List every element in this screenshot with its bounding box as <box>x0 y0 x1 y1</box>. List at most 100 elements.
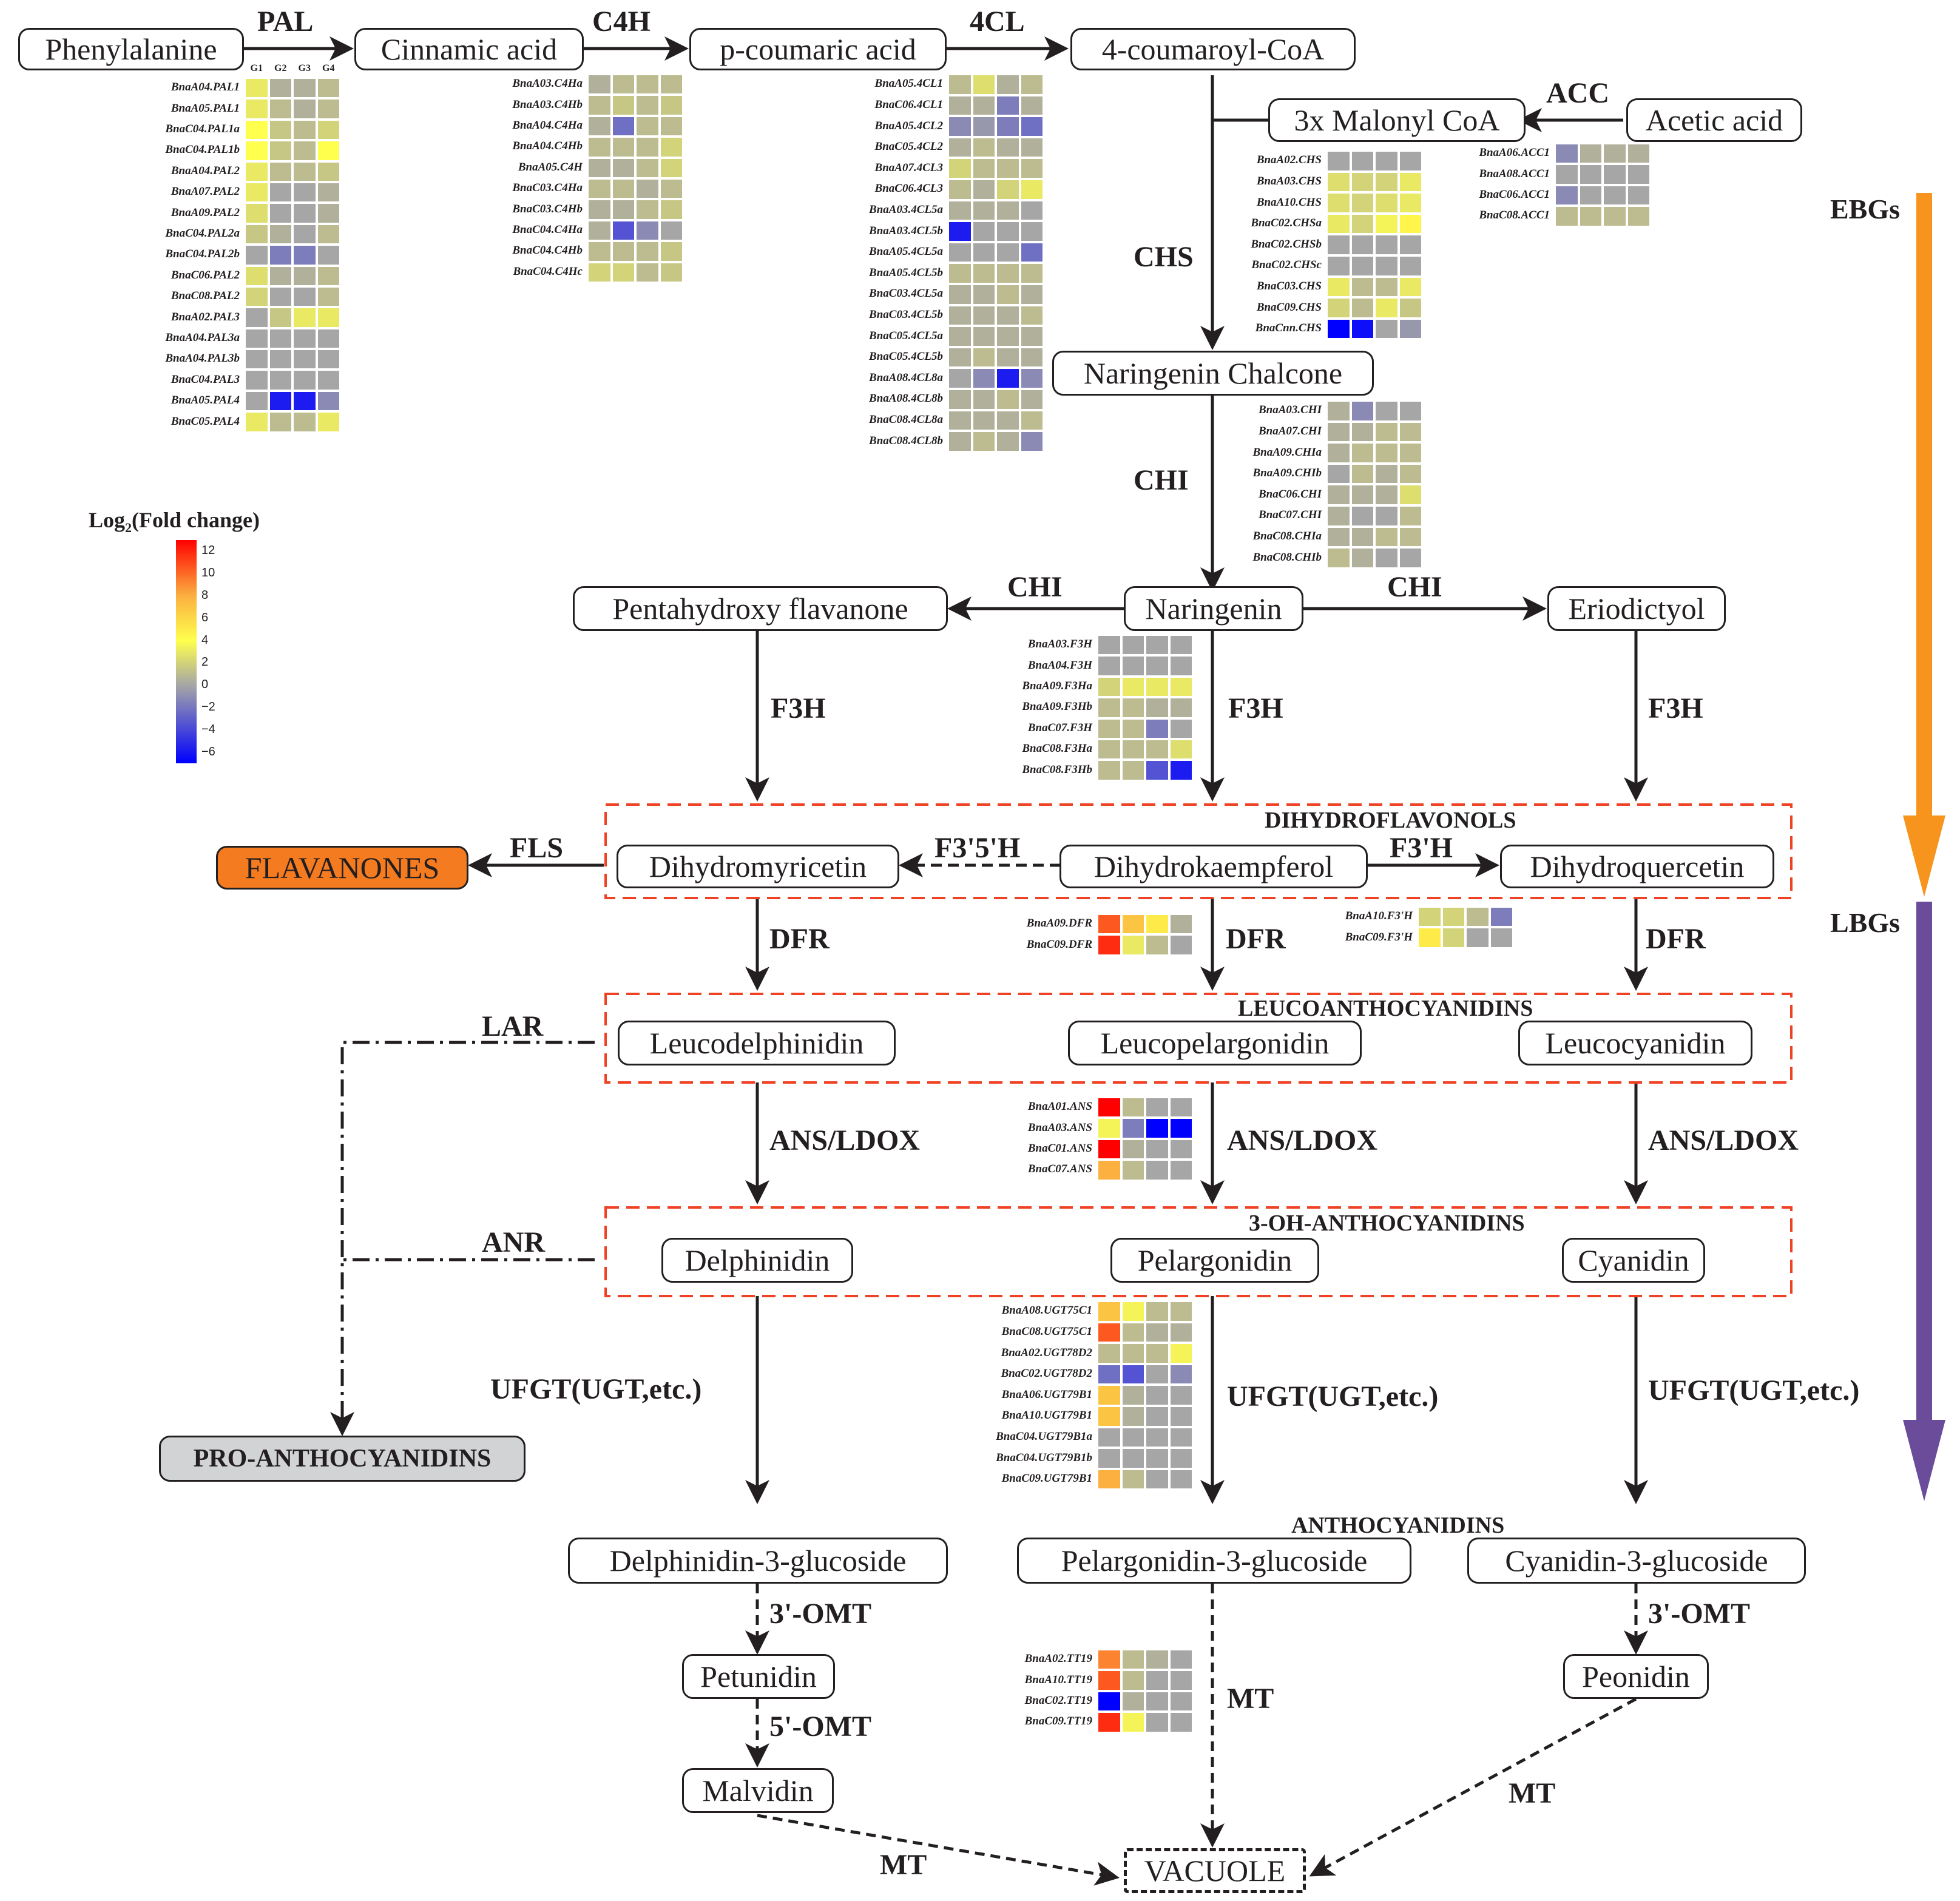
heatmap-cell <box>245 370 269 391</box>
gene-label: BnaC04.PAL1b <box>165 143 240 157</box>
enzyme-4cl: 4CL <box>970 5 1025 38</box>
heatmap-cell <box>1398 150 1422 172</box>
enzyme-mt-bottom: MT <box>880 1849 927 1881</box>
heatmap-cell <box>1326 150 1351 172</box>
heatmap-cell <box>1169 1322 1193 1343</box>
heatmap-cell <box>1374 255 1399 277</box>
heatmap-cell <box>1121 1712 1145 1733</box>
gene-label: BnaA08.4CL8a <box>869 371 943 384</box>
heatmap-cell <box>611 95 635 116</box>
heatmap-cell <box>659 262 683 283</box>
heatmap-cell <box>948 263 972 284</box>
heatmap-cell <box>996 283 1020 305</box>
gene-label: BnaA02.PAL3 <box>171 310 240 323</box>
heatmap-cell <box>316 390 340 412</box>
heatmap-cell <box>948 346 972 368</box>
heatmap-cell <box>996 431 1020 452</box>
heatmap-cell <box>1097 635 1121 656</box>
gene-label: BnaC08.UGT75C1 <box>1001 1325 1092 1338</box>
heatmap-cell <box>1121 655 1145 677</box>
node-proanthocyanidins: PRO-ANTHOCYANIDINS <box>159 1436 525 1482</box>
heatmap-cell <box>948 178 972 200</box>
heatmap-cell <box>292 245 317 266</box>
heatmap-cell <box>1145 718 1169 739</box>
heatmap-cell <box>268 307 292 328</box>
heatmap-cell <box>1626 164 1651 185</box>
node-delphinidin: Delphinidin <box>661 1238 853 1283</box>
heatmap-cell <box>1019 116 1044 137</box>
heatmap-cell <box>1374 484 1399 505</box>
heatmap-cell <box>1019 95 1044 116</box>
gene-label: BnaA07.CHI <box>1258 424 1322 437</box>
heatmap-cell <box>1326 547 1351 569</box>
heatmap-cell <box>1019 305 1044 326</box>
heatmap-cell <box>659 157 683 178</box>
gene-label: BnaA05.4CL2 <box>874 119 943 132</box>
gene-label: BnaA08.ACC1 <box>1479 167 1550 180</box>
enzyme-mt-right: MT <box>1509 1777 1556 1809</box>
gene-label: BnaC08.ACC1 <box>1479 209 1550 222</box>
heatmap-cell <box>948 116 972 137</box>
heatmap-cell <box>1398 318 1422 340</box>
heatmap-cell <box>1121 1670 1145 1691</box>
heatmap-cell <box>1019 263 1044 284</box>
gene-label: BnaC05.4CL5b <box>869 350 943 363</box>
heatmap-cell <box>268 98 292 120</box>
arrow-mt-bottom <box>757 1814 1120 1886</box>
heatmap-cell <box>1326 484 1351 505</box>
heatmap-cell <box>611 157 635 178</box>
heatmap-cell <box>587 95 612 116</box>
heatmap-cell <box>245 411 269 433</box>
heatmap-cell <box>245 349 269 370</box>
heatmap-cell <box>1145 1138 1169 1160</box>
box-3oh-anthocyanidins <box>604 1206 1793 1297</box>
heatmap-cell <box>1350 484 1374 505</box>
heatmap-cell <box>1169 1363 1193 1385</box>
heatmap-cell <box>996 74 1020 95</box>
box-leucoanthocyanidins <box>604 993 1793 1084</box>
heatmap-cell <box>268 411 292 433</box>
heatmap-cell <box>1169 1138 1193 1160</box>
gene-label: BnaA04.C4Hb <box>512 140 583 153</box>
heatmap-cell <box>1097 718 1121 739</box>
heatmap-cell <box>1019 283 1044 305</box>
heatmap-cell <box>1350 505 1374 527</box>
heatmap-cell <box>292 349 317 370</box>
heatmap-cell <box>996 263 1020 284</box>
heatmap-cell <box>972 346 996 368</box>
node-cinnamic-acid: Cinnamic acid <box>354 28 584 70</box>
gene-label: BnaA03.ANS <box>1027 1121 1092 1134</box>
enzyme-3omt-left: 3'-OMT <box>769 1598 871 1630</box>
legend-tick-label: 10 <box>201 566 215 580</box>
heatmap-cell <box>1097 1649 1121 1670</box>
heatmap-cell <box>268 245 292 266</box>
gene-label: BnaA03.C4Hb <box>512 98 583 111</box>
heatmap-cell <box>245 307 269 328</box>
heatmap-cell <box>1169 655 1193 677</box>
heatmap-cell <box>1374 463 1399 485</box>
heatmap-cell <box>1555 164 1579 185</box>
heatmap-cell <box>972 137 996 158</box>
heatmap-cell <box>1169 1118 1193 1139</box>
heatmap-cell <box>587 115 612 137</box>
heatmap-cell <box>1121 635 1145 656</box>
heatmap-cell <box>1374 171 1399 193</box>
heatmap-cell <box>635 95 660 116</box>
heatmap-cell <box>1121 1097 1145 1118</box>
heatmap-cell <box>1121 1649 1145 1670</box>
gene-label: BnaA03.4CL5b <box>869 224 943 237</box>
heatmap-cell <box>292 119 317 141</box>
heatmap-cell <box>316 411 340 433</box>
node-phenylalanine: Phenylalanine <box>18 28 244 70</box>
heatmap-cell <box>1326 318 1351 340</box>
heatmap-cell <box>1398 547 1422 569</box>
heatmap-cell <box>1350 442 1374 464</box>
heatmap-cell <box>1398 171 1422 193</box>
heatmap-cell <box>972 116 996 137</box>
heatmap-cell <box>245 223 269 245</box>
heatmap-cell <box>1374 297 1399 319</box>
heatmap-cell <box>1121 676 1145 698</box>
heatmap-cell <box>1145 1405 1169 1427</box>
heatmap-cell <box>1626 184 1651 206</box>
heatmap-cell <box>292 223 317 245</box>
